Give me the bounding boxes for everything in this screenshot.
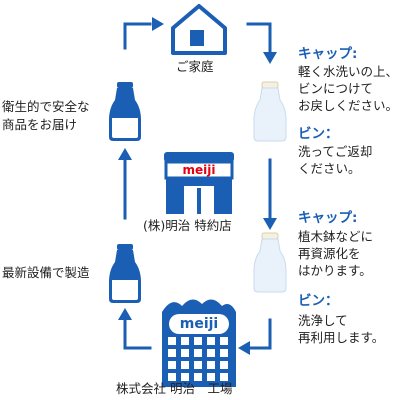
milk-bottle-icon-left-top — [109, 82, 141, 141]
factory-window — [220, 337, 228, 345]
factory-window — [207, 337, 215, 345]
bottle-return-heading: ビン： — [298, 126, 339, 142]
bottle-recycle-line-1: 洗浄して — [298, 313, 348, 328]
milk-bottle-icon-right-bottom — [253, 232, 287, 293]
arrowhead-factory — [238, 341, 250, 355]
factory-brand-logo: meiji — [169, 314, 229, 334]
factory-window — [168, 361, 176, 369]
cap-recycle-line-3: はかります。 — [298, 263, 372, 278]
delivery-line-1: 衛生的で安全な — [2, 99, 90, 114]
arrow-home-to-right — [246, 22, 272, 54]
arrow-to-home — [123, 22, 152, 50]
factory-window — [168, 373, 176, 381]
manufacture-label: 最新設備で製造 — [2, 265, 90, 280]
factory-window — [168, 349, 176, 357]
store-brand-logo: meiji — [182, 163, 216, 177]
factory-window — [181, 337, 189, 345]
factory-icon — [162, 299, 236, 387]
home-label: ご家庭 — [176, 59, 214, 74]
factory-window — [207, 373, 215, 381]
bottle-recycle-line-2: 再利用します。 — [298, 330, 385, 345]
bottle-return-line-1: 洗ってご返却 — [298, 144, 373, 159]
factory-window — [194, 349, 202, 357]
arrowhead-right-middle — [263, 218, 277, 230]
cap-return-line-1: 軽く水洗いの上、 — [298, 64, 399, 79]
arrow-factory-to-left — [123, 318, 152, 350]
factory-windows — [168, 337, 228, 381]
cap-recycle-heading: キャップ: — [298, 210, 358, 226]
house-icon — [171, 4, 227, 55]
delivery-line-2: 商品をお届け — [2, 117, 78, 132]
factory-window — [194, 337, 202, 345]
factory-window — [181, 361, 189, 369]
factory-window — [168, 337, 176, 345]
factory-window — [220, 349, 228, 357]
factory-window — [194, 361, 202, 369]
arrowhead-left-bottom — [118, 308, 132, 320]
cap-return-line-3: お戻しください。 — [298, 98, 399, 113]
bottle-recycle-heading: ビン： — [298, 293, 339, 309]
arrowhead-left-middle — [118, 148, 132, 160]
arrowhead-right-top — [263, 52, 277, 64]
factory-window — [181, 349, 189, 357]
factory-window — [207, 349, 215, 357]
arrowhead-home — [152, 17, 164, 31]
cap-recycle-line-1: 植木鉢などに — [298, 229, 374, 244]
milk-bottle-icon-right-top — [253, 81, 287, 142]
factory-window — [220, 373, 228, 381]
bottle-return-line-2: ください。 — [298, 161, 361, 176]
factory-window — [181, 373, 189, 381]
milk-bottle-icon-left-bottom — [109, 244, 141, 303]
cap-return-line-2: ビンにつけて — [298, 81, 374, 96]
factory-window — [207, 361, 215, 369]
factory-window — [220, 361, 228, 369]
factory-label: 株式会社 明治 工場 — [116, 381, 233, 396]
shop-label: (株)明治 特約店 — [143, 218, 232, 233]
cap-return-heading: キャップ: — [298, 46, 358, 62]
factory-window — [194, 373, 202, 381]
store-icon — [164, 152, 234, 214]
cap-recycle-line-2: 再資源化を — [298, 246, 361, 261]
arrow-right-to-factory — [248, 318, 272, 350]
